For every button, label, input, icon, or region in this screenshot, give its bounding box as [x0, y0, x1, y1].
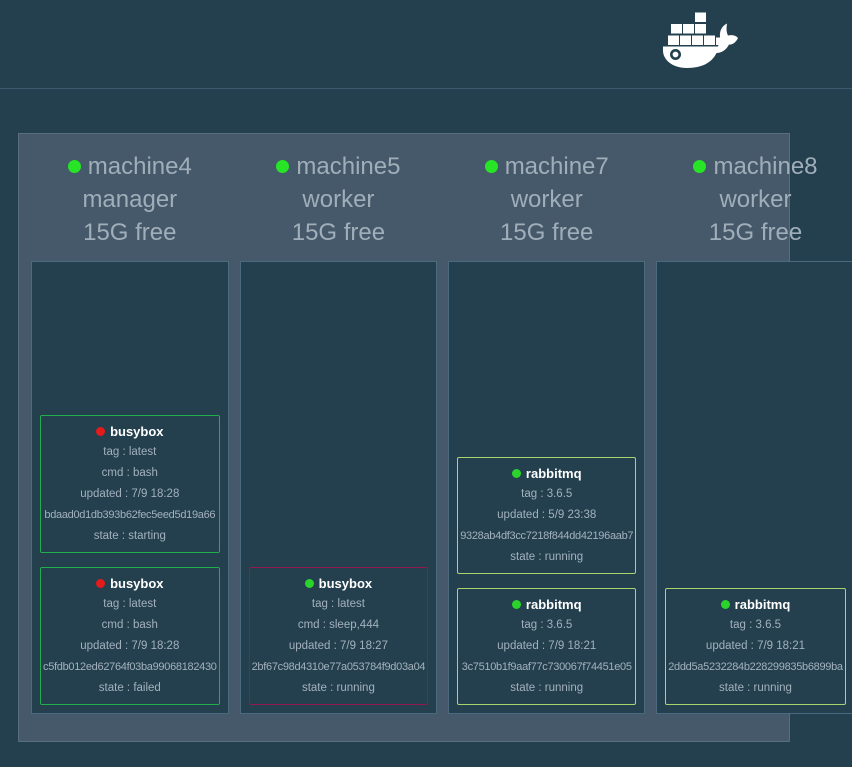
container-title: busybox [43, 421, 217, 442]
container-id: 2ddd5a5232284b228299835b6899ba [668, 661, 843, 673]
container-title: busybox [252, 573, 426, 594]
container-name: rabbitmq [525, 597, 582, 612]
container-id: c5fdb012ed62764f03ba99068182430 [43, 661, 217, 673]
container-state: state : running [719, 682, 792, 694]
container-detail: tag : 3.6.5 [521, 488, 573, 500]
node-status-dot [484, 160, 498, 173]
container-title: rabbitmq [460, 594, 633, 615]
node-name: machine5 [296, 153, 401, 180]
container-detail: cmd : bash [101, 467, 158, 479]
container-card: rabbitmq tag : 3.6.5 updated : 7/9 18:21 2d… [665, 588, 846, 705]
node-header-machine4: machine4 manager 15G free [31, 150, 229, 249]
node-title: machine7 [448, 150, 645, 183]
node-status-dot [276, 160, 290, 173]
swarm-panel: machine4 manager 15G free machine5 worker 15G… [18, 133, 852, 742]
container-state: state : running [510, 682, 584, 694]
container-name: busybox [110, 424, 164, 439]
node-title: machine5 [240, 150, 438, 183]
container-title: rabbitmq [668, 594, 843, 615]
container-status-dot [511, 600, 521, 609]
node-role: worker [302, 186, 375, 213]
container-detail: tag : 3.6.5 [729, 619, 782, 631]
container-detail: tag : latest [311, 598, 365, 610]
node-containers-machine8: rabbitmq tag : 3.6.5 updated : 7/9 18:21 2d… [656, 261, 852, 714]
container-detail: tag : latest [103, 598, 157, 610]
container-detail: updated : 7/9 18:21 [705, 640, 806, 652]
container-status-dot [96, 579, 106, 588]
container-state: state : failed [98, 682, 161, 694]
node-disk-free: 15G free [708, 219, 803, 246]
node-disk-free: 15G free [500, 219, 594, 246]
container-name: busybox [318, 576, 373, 591]
container-id: 9328ab4df3cc7218f844dd42196aab7 [460, 530, 634, 542]
node-containers-machine4: busybox tag : latest cmd : bash updated : 7… [31, 261, 229, 714]
page: machine4 manager 15G free machine5 worker 15G… [0, 0, 852, 742]
container-detail: updated : 7/9 18:28 [80, 488, 180, 500]
node-role: worker [719, 186, 792, 213]
node-name: machine8 [713, 153, 818, 180]
container-name: rabbitmq [525, 466, 582, 481]
container-name: busybox [110, 576, 164, 591]
node-header-machine7: machine7 worker 15G free [448, 150, 645, 249]
container-detail: updated : 5/9 23:38 [497, 509, 597, 521]
docker-whale-icon [663, 12, 738, 68]
node-containers-machine5: busybox tag : latest cmd : sleep,444 update… [239, 261, 438, 714]
container-status-dot [304, 579, 314, 588]
container-status-dot [720, 600, 730, 609]
container-state: state : starting [93, 530, 166, 542]
node-containers-machine7: rabbitmq tag : 3.6.5 updated : 5/9 23:38 93… [448, 261, 646, 714]
node-status-dot [67, 160, 81, 173]
container-detail: cmd : sleep,444 [297, 619, 379, 631]
container-detail: tag : 3.6.5 [521, 619, 573, 631]
node-title: machine4 [31, 150, 229, 183]
node-disk-free: 15G free [291, 219, 386, 246]
node-role: worker [510, 186, 583, 213]
container-detail: updated : 7/9 18:27 [288, 640, 388, 652]
container-card: rabbitmq tag : 3.6.5 updated : 7/9 18:21 3c… [457, 588, 637, 705]
container-title: rabbitmq [460, 463, 633, 484]
node-status-dot [693, 160, 707, 173]
container-state: state : running [510, 551, 584, 563]
container-name: rabbitmq [734, 597, 791, 612]
node-name: machine4 [87, 153, 192, 180]
node-role: manager [82, 186, 178, 213]
nodes-grid: machine4 manager 15G free machine5 worker 15G… [31, 150, 852, 714]
container-status-dot [96, 427, 106, 436]
container-id: 3c7510b1f9aaf77c730067f74451e05 [461, 661, 632, 673]
container-card: busybox tag : latest cmd : sleep,444 update… [248, 567, 429, 705]
container-card: busybox tag : latest cmd : bash updated : 7… [40, 415, 220, 553]
container-card: rabbitmq tag : 3.6.5 updated : 5/9 23:38 93… [457, 457, 637, 574]
app-header [0, 0, 852, 89]
container-state: state : running [301, 682, 375, 694]
node-disk-free: 15G free [83, 219, 177, 246]
node-title: machine8 [656, 150, 852, 183]
node-header-machine8: machine8 worker 15G free [656, 150, 852, 249]
container-title: busybox [43, 573, 217, 594]
container-id: bdaad0d1db393b62fec5eed5d19a66 [44, 509, 216, 521]
container-card: busybox tag : latest cmd : bash updated : 7… [40, 567, 220, 705]
container-detail: updated : 7/9 18:21 [497, 640, 597, 652]
container-status-dot [511, 469, 521, 478]
node-name: machine7 [504, 153, 609, 180]
node-header-machine5: machine5 worker 15G free [240, 150, 438, 249]
container-detail: updated : 7/9 18:28 [80, 640, 180, 652]
container-detail: tag : latest [103, 446, 157, 458]
container-id: 2bf67c98d4310e77a053784f9d03a04 [251, 661, 426, 673]
container-detail: cmd : bash [101, 619, 158, 631]
